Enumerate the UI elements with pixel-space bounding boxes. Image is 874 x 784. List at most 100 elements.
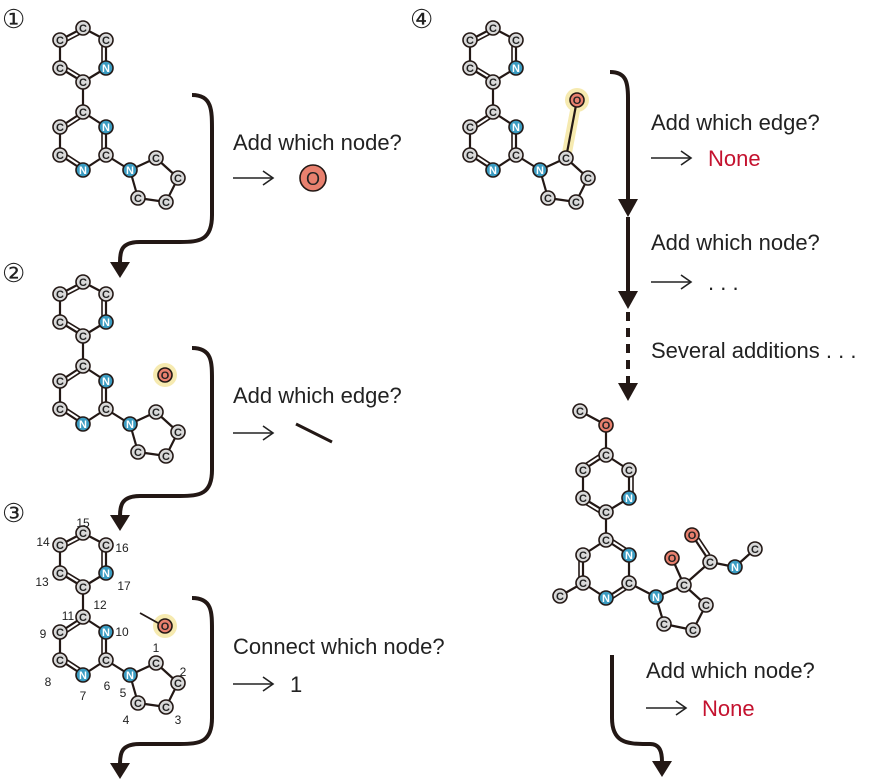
atom-label: N <box>102 627 110 639</box>
flow-arrow-final <box>610 655 664 763</box>
atom-label: C <box>572 197 580 209</box>
atom-O <box>598 417 614 433</box>
atom-O <box>664 550 680 566</box>
atom-label: C <box>56 404 64 416</box>
atom-C <box>575 547 591 563</box>
atom-label: C <box>579 465 587 477</box>
atom-O <box>569 92 585 108</box>
answer-arrow-3 <box>233 676 275 692</box>
bond-double <box>612 538 628 550</box>
atom-C <box>75 274 91 290</box>
atom-label: C <box>79 582 87 594</box>
atom-C <box>462 147 478 163</box>
atom-label: C <box>56 122 64 134</box>
atom-label: C <box>56 63 64 75</box>
bond-double <box>476 117 492 129</box>
atom-C <box>52 624 68 640</box>
atom-label: C <box>56 376 64 388</box>
atom-C <box>75 525 91 541</box>
flow-arrow-3-next <box>118 596 214 765</box>
atom-label: C <box>544 193 552 205</box>
atom-label: C <box>102 540 110 552</box>
answer-oxygen-node: O <box>299 164 327 192</box>
atom-label: C <box>579 550 587 562</box>
atom-label: C <box>625 465 633 477</box>
atom-N <box>75 162 91 178</box>
atom-label: C <box>706 557 714 569</box>
atom-label: C <box>79 612 87 624</box>
atom-label: N <box>102 317 110 329</box>
atom-C <box>462 32 478 48</box>
atom-C <box>98 32 114 48</box>
atom-label: C <box>466 122 474 134</box>
atom-C <box>621 462 637 478</box>
atom-C <box>52 537 68 553</box>
atom-C <box>52 652 68 668</box>
atom-N <box>75 416 91 432</box>
atom-C <box>598 504 614 520</box>
atom-C <box>575 575 591 591</box>
flow-arrow-2-3 <box>118 346 214 517</box>
flow-arrow-1-2 <box>118 93 214 263</box>
bond-double <box>66 407 82 419</box>
atom-N <box>122 667 138 683</box>
atom-C <box>170 424 186 440</box>
atom-label: C <box>174 427 182 439</box>
atom-label: C <box>466 150 474 162</box>
atom-C <box>698 597 714 613</box>
bond-double <box>66 571 81 582</box>
atom-label: C <box>466 63 474 75</box>
atom-label: C <box>56 655 64 667</box>
bond <box>564 99 579 159</box>
atom-C <box>75 20 91 36</box>
atom-C <box>52 565 68 581</box>
atom-N <box>508 60 524 76</box>
atom-N <box>98 624 114 640</box>
atom-label: C <box>579 493 587 505</box>
atom-C <box>540 190 556 206</box>
atom-label: C <box>79 23 87 35</box>
atom-N <box>98 314 114 330</box>
bond-double <box>66 33 81 42</box>
bond-double <box>698 537 711 555</box>
atom-C <box>170 675 186 691</box>
question-add-node-4: Add which node? <box>651 230 820 255</box>
pending-bond <box>139 612 159 624</box>
arrowhead-1-2 <box>110 262 130 278</box>
atom-label: C <box>602 535 610 547</box>
atom-C <box>485 74 501 90</box>
atom-C <box>75 358 91 374</box>
atom-label: C <box>56 150 64 162</box>
atom-C <box>52 314 68 330</box>
atom-C <box>98 401 114 417</box>
atom-label: C <box>79 528 87 540</box>
step-label-3: ③ <box>2 499 25 529</box>
atom-C <box>685 622 701 638</box>
arrowhead-4b <box>618 291 638 309</box>
atom-C <box>130 444 146 460</box>
question-add-node-final: Add which node? <box>646 658 815 683</box>
question-connect-node-3: Connect which node? <box>233 634 445 659</box>
step-label-4: ④ <box>410 5 433 35</box>
atom-C <box>598 447 614 463</box>
atom-C <box>575 462 591 478</box>
atom-label: C <box>162 451 170 463</box>
atom-label: C <box>602 507 610 519</box>
atom-label: N <box>102 122 110 134</box>
atom-C <box>568 194 584 210</box>
flow-arrow-4a <box>609 70 630 200</box>
bond-double <box>66 371 82 383</box>
atom-label: C <box>56 540 64 552</box>
atom-label: C <box>134 447 142 459</box>
atom-C <box>485 104 501 120</box>
atom-label: C <box>56 289 64 301</box>
atom-label: C <box>134 193 142 205</box>
atom-label: O <box>602 420 611 432</box>
atom-C <box>52 286 68 302</box>
answer-arrow-2 <box>233 425 275 441</box>
answer-single-bond <box>295 422 333 444</box>
atom-label: N <box>79 419 87 431</box>
atom-C <box>75 609 91 625</box>
atom-label: C <box>466 35 474 47</box>
